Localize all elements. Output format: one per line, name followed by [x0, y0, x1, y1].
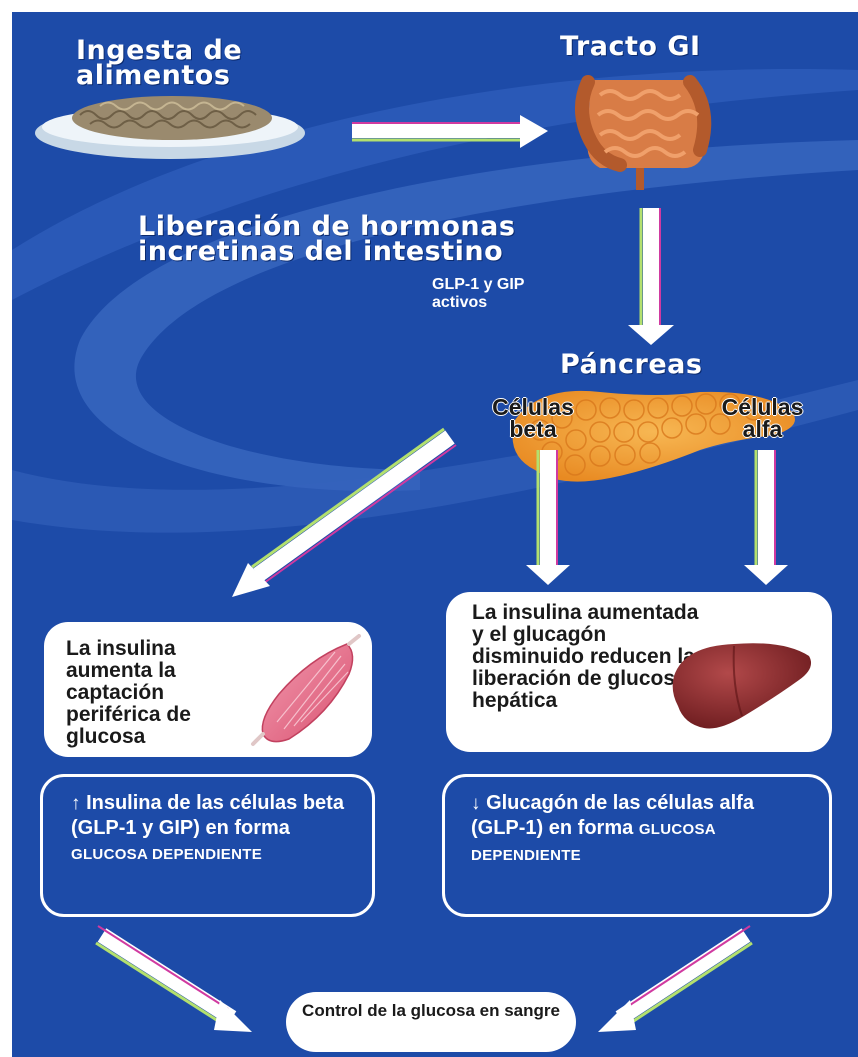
outcome-text: Control de la glucosa en sangre — [286, 1000, 576, 1021]
gi-tract-label: Tracto GI — [560, 34, 760, 59]
outcome-box: Control de la glucosa en sangre — [286, 992, 576, 1052]
muscle-icon — [249, 634, 364, 749]
beta-cells-label: Células beta — [478, 396, 588, 440]
insulin-mechanism-box: ↑ Insulina de las células beta (GLP-1 y … — [40, 774, 375, 917]
arrow-up-icon: ↑ — [71, 793, 81, 814]
glucagon-mechanism-text: ↓ Glucagón de las células alfa (GLP-1) e… — [471, 791, 771, 868]
insulin-mechanism-main: Insulina de las células beta (GLP-1 y GI… — [71, 792, 344, 839]
pancreas-label: Páncreas — [560, 352, 760, 377]
muscle-effect-box: La insulina aumenta la captación perifér… — [44, 622, 372, 757]
glucagon-mechanism-box: ↓ Glucagón de las células alfa (GLP-1) e… — [442, 774, 832, 917]
hormone-release-label: Liberación de hormonas incretinas del in… — [138, 214, 608, 264]
insulin-mechanism-suffix: GLUCOSA DEPENDIENTE — [71, 846, 262, 863]
arrow-down-icon: ↓ — [471, 793, 481, 814]
alpha-cells-label: Células alfa — [700, 396, 825, 440]
active-hormones-label: GLP-1 y GIP activos — [432, 276, 532, 312]
muscle-effect-text: La insulina aumenta la captación perifér… — [66, 638, 256, 748]
food-intake-label: Ingesta de alimentos — [76, 38, 316, 88]
liver-icon — [664, 636, 819, 736]
liver-effect-box: La insulina aumentada y el glucagón dism… — [446, 592, 832, 752]
insulin-mechanism-text: ↑ Insulina de las células beta (GLP-1 y … — [71, 791, 371, 867]
